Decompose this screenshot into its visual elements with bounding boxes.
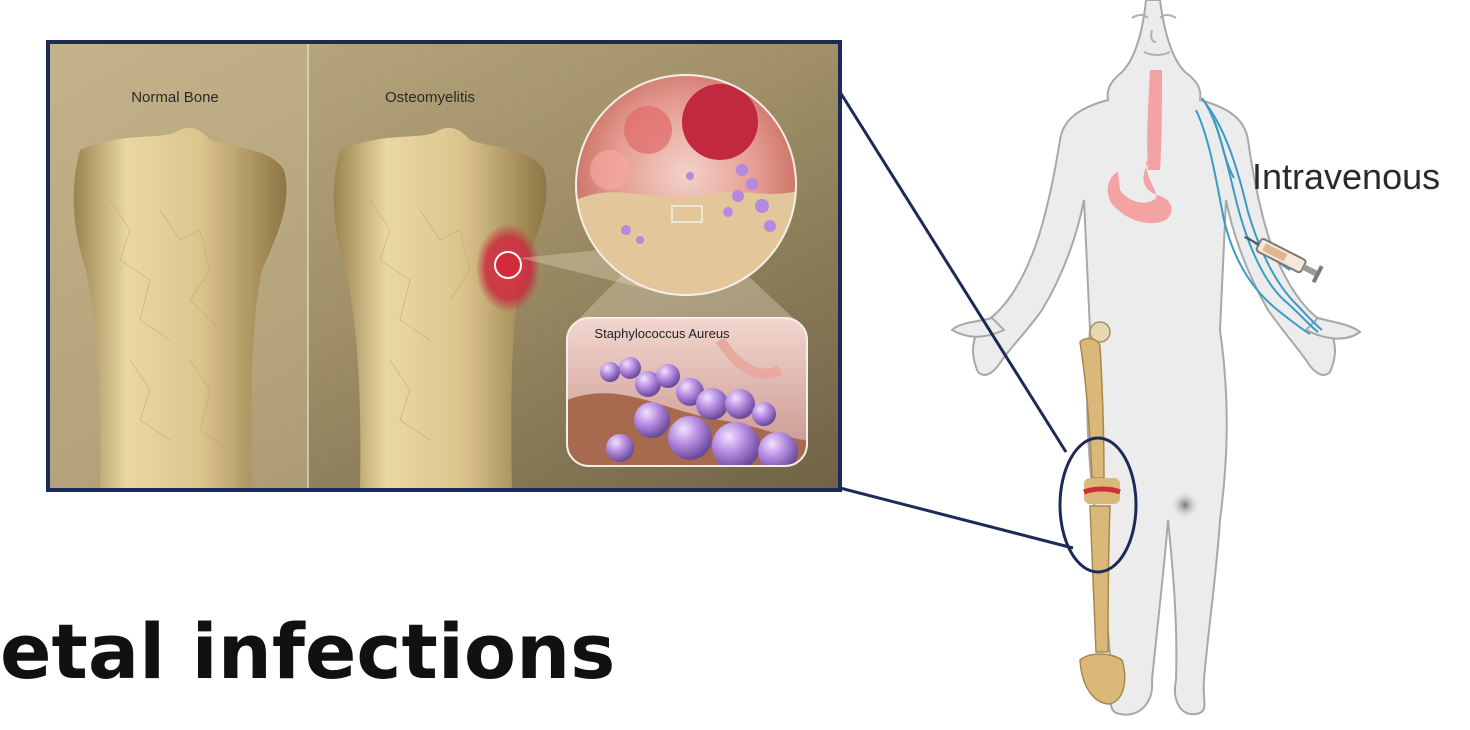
osteomyelitis-label: Osteomyelitis: [385, 89, 475, 106]
slide-title: etal infections: [0, 614, 615, 690]
infection-focus-ring: [495, 252, 521, 278]
intravenous-label: Intravenous: [1252, 156, 1440, 198]
esophagus-shape: [1147, 70, 1162, 170]
normal-bone-label: Normal Bone: [131, 89, 219, 106]
bacteria-label: Staphylococcus Aureus: [594, 326, 730, 341]
osteomyelitis-inset: Staphylococcus Aureus Normal Bone Osteom…: [48, 42, 840, 490]
connector-line-bottom: [840, 488, 1073, 548]
knee-shadow: [1171, 491, 1199, 519]
bacteria-panel: Staphylococcus Aureus: [567, 318, 807, 472]
